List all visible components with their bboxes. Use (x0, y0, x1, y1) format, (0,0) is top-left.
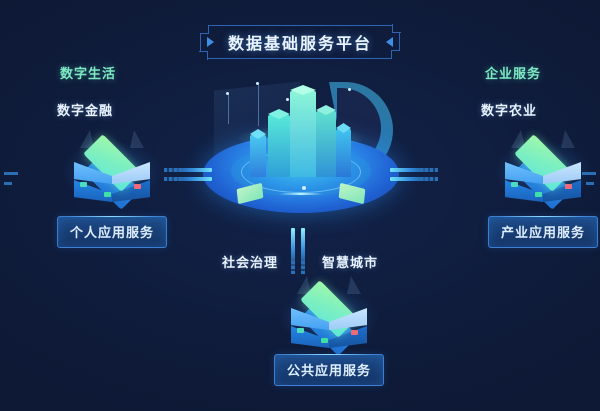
hero-pole (258, 84, 259, 126)
cube-stack-icon (62, 130, 162, 210)
edge-tick-icon (4, 182, 12, 185)
hero-building (268, 109, 290, 177)
hero-spark (226, 92, 229, 95)
label-smart-city: 智慧城市 (322, 255, 379, 270)
edge-tick-icon (586, 182, 594, 185)
hero-spark (348, 88, 351, 91)
smart-city-platform-illustration (198, 78, 403, 213)
hero-data-card (338, 182, 365, 205)
node-industry-application-service[interactable]: 产业应用服务 (478, 130, 600, 248)
page-title: 数据基础服务平台 (227, 36, 372, 53)
hero-spark (286, 98, 289, 101)
node-personal-application-service[interactable]: 个人应用服务 (47, 130, 177, 248)
hero-data-card (236, 182, 263, 205)
hero-pole (228, 94, 229, 124)
hero-building (316, 105, 336, 177)
label-digital-agriculture: 数字农业 (481, 103, 538, 118)
title-corner-top-right (392, 24, 401, 33)
connector-right (390, 168, 438, 186)
label-social-governance: 社会治理 (222, 255, 279, 270)
edge-tick-icon (4, 172, 18, 175)
hero-building (336, 123, 351, 177)
cube-stack-icon (493, 130, 593, 210)
node-caption[interactable]: 公共应用服务 (273, 354, 385, 386)
label-digital-life: 数字生活 (60, 66, 117, 81)
node-public-application-service[interactable]: 公共应用服务 (264, 276, 394, 386)
title-corner-bottom-left (199, 51, 208, 60)
hero-building (250, 129, 266, 177)
hero-spark (302, 186, 306, 190)
connector-down (291, 228, 309, 274)
edge-tick-icon (582, 172, 596, 175)
node-caption[interactable]: 产业应用服务 (487, 216, 599, 248)
cube-stack-icon (279, 276, 379, 356)
triangle-right-icon (207, 37, 214, 47)
title-frame (200, 25, 400, 59)
hero-building (290, 85, 316, 177)
platform-title: 数据基础服务平台 (199, 24, 401, 60)
connector-left (164, 168, 212, 186)
label-digital-finance: 数字金融 (57, 103, 114, 118)
label-enterprise-service: 企业服务 (485, 66, 542, 81)
hero-disc-highlight (278, 193, 323, 195)
triangle-left-icon (386, 37, 393, 47)
hero-spark (256, 82, 259, 85)
node-caption[interactable]: 个人应用服务 (56, 216, 168, 248)
